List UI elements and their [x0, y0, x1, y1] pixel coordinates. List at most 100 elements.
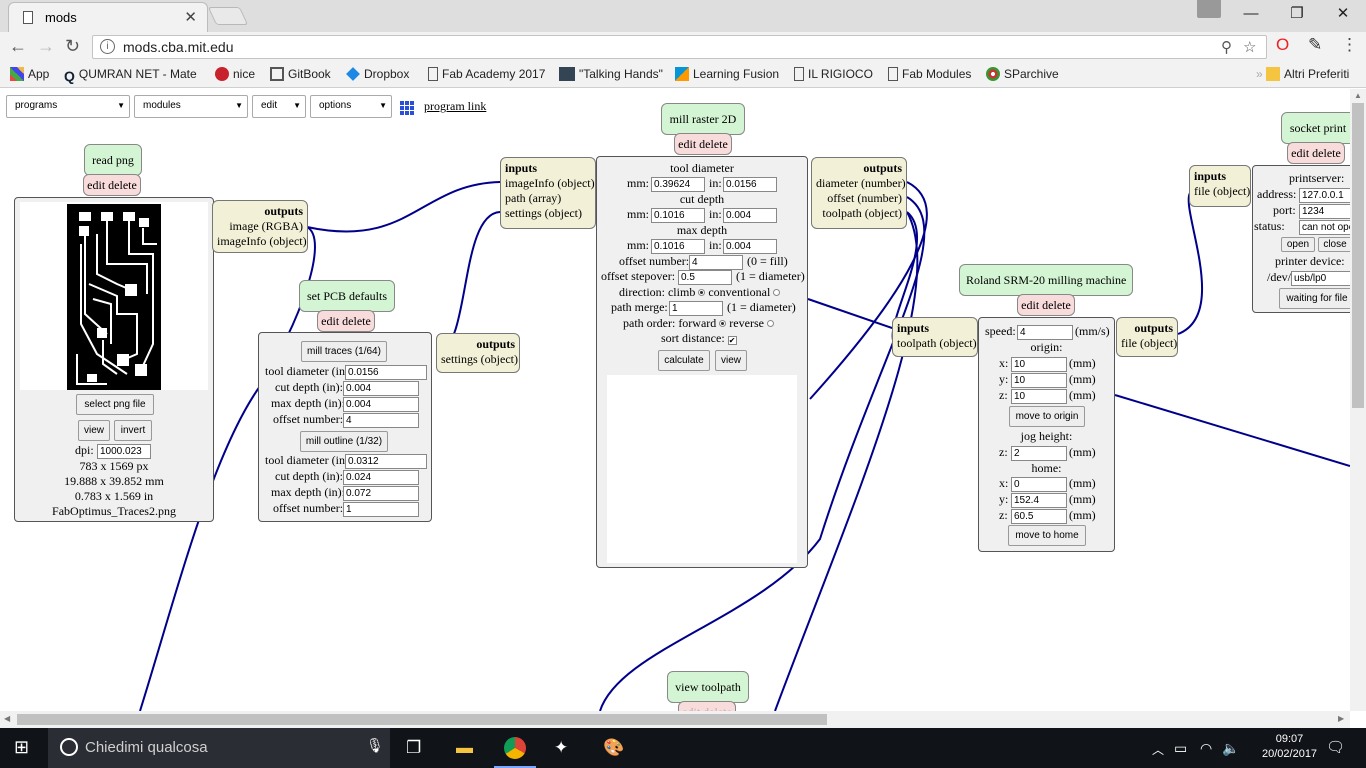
outline-cut-depth-input[interactable]: 0.024: [343, 470, 419, 485]
move-to-home-button[interactable]: move to home: [1008, 525, 1086, 546]
input-file[interactable]: file (object): [1194, 184, 1251, 198]
horizontal-scroll-thumb[interactable]: [17, 714, 827, 725]
bookmark-star-icon[interactable]: ☆: [1243, 39, 1257, 56]
socket-print-title[interactable]: socket print: [1281, 112, 1350, 144]
grid-icon[interactable]: [400, 101, 414, 115]
outline-offset-number-input[interactable]: 1: [343, 502, 419, 517]
traces-cut-depth-input[interactable]: 0.004: [343, 381, 419, 396]
zoom-icon[interactable]: ⚲: [1221, 39, 1232, 56]
outline-tool-diameter-input[interactable]: 0.0312: [345, 454, 427, 469]
back-icon[interactable]: ←: [9, 36, 27, 56]
opera-icon[interactable]: O: [1276, 35, 1290, 54]
home-y-input[interactable]: 152.4: [1011, 493, 1067, 508]
traces-offset-number-input[interactable]: 4: [343, 413, 419, 428]
view-button[interactable]: view: [715, 350, 747, 371]
view-toolpath-title[interactable]: view toolpath: [667, 671, 749, 703]
paint-icon[interactable]: 🎨: [603, 738, 625, 757]
dpi-input[interactable]: 1000.023: [97, 444, 151, 459]
scroll-up-icon[interactable]: ▲: [1354, 91, 1362, 100]
home-z-input[interactable]: 60.5: [1011, 509, 1067, 524]
input-path[interactable]: path (array): [505, 191, 562, 205]
read-png-edit-delete[interactable]: edit delete: [83, 174, 141, 196]
evernote-icon[interactable]: ✎: [1308, 35, 1323, 54]
conventional-radio[interactable]: [773, 289, 781, 296]
bookmarks-overflow-icon[interactable]: »: [1256, 67, 1263, 81]
roland-edit-delete[interactable]: edit delete: [1017, 294, 1075, 316]
menu-icon[interactable]: ⋮: [1341, 35, 1358, 54]
info-icon[interactable]: i: [100, 39, 115, 54]
origin-y-input[interactable]: 10: [1011, 373, 1067, 388]
bookmark-il-rigioco[interactable]: IL RIGIOCO: [794, 67, 873, 81]
offset-stepover-input[interactable]: 0.5: [678, 270, 732, 285]
bookmark-fab-academy[interactable]: Fab Academy 2017: [428, 67, 545, 81]
scroll-right-icon[interactable]: ▶: [1338, 714, 1345, 723]
mill-raster-title[interactable]: mill raster 2D: [661, 103, 745, 135]
address-bar[interactable]: i mods.cba.mit.edu ⚲ ☆: [92, 35, 1267, 59]
tool-diameter-in-input[interactable]: 0.0156: [723, 177, 777, 192]
output-imageinfo[interactable]: imageInfo (object): [217, 234, 307, 248]
jog-z-input[interactable]: 2: [1011, 446, 1067, 461]
select-png-button[interactable]: select png file: [76, 394, 154, 415]
traces-max-depth-input[interactable]: 0.004: [343, 397, 419, 412]
address-input[interactable]: 127.0.0.1: [1299, 188, 1350, 203]
bookmark-gitbook[interactable]: GitBook: [270, 67, 331, 81]
calculate-button[interactable]: calculate: [658, 350, 710, 371]
bookmark-talking-hands[interactable]: "Talking Hands": [559, 67, 663, 81]
close-tab-icon[interactable]: ✕: [184, 9, 197, 26]
file-explorer-icon[interactable]: ▬: [456, 738, 473, 757]
tool-diameter-mm-input[interactable]: 0.39624: [651, 177, 705, 192]
set-pcb-title[interactable]: set PCB defaults: [299, 280, 395, 312]
read-png-title[interactable]: read png: [84, 144, 142, 176]
forward-radio[interactable]: [719, 320, 727, 327]
output-settings[interactable]: settings (object): [441, 352, 518, 366]
output-toolpath[interactable]: toolpath (object): [822, 206, 902, 220]
invert-button[interactable]: invert: [114, 420, 152, 441]
scroll-left-icon[interactable]: ◀: [4, 714, 11, 723]
minimize-icon[interactable]: —: [1243, 5, 1259, 22]
outline-max-depth-input[interactable]: 0.072: [343, 486, 419, 501]
window-close-icon[interactable]: ✕: [1336, 5, 1350, 22]
wifi-icon[interactable]: ◠: [1200, 740, 1213, 756]
max-depth-mm-input[interactable]: 0.1016: [651, 239, 705, 254]
traces-tool-diameter-input[interactable]: 0.0156: [345, 365, 427, 380]
close-button[interactable]: close: [1318, 237, 1350, 252]
bookmark-dropbox[interactable]: Dropbox: [346, 67, 409, 81]
app-icon[interactable]: ✦: [554, 738, 569, 757]
output-offset[interactable]: offset (number): [827, 191, 902, 205]
mill-traces-button[interactable]: mill traces (1/64): [301, 341, 387, 362]
options-select[interactable]: options▼: [310, 95, 392, 118]
output-image[interactable]: image (RGBA): [229, 219, 303, 233]
view-button[interactable]: view: [78, 420, 110, 441]
input-imageinfo[interactable]: imageInfo (object): [505, 176, 595, 190]
chrome-icon[interactable]: [504, 737, 526, 759]
device-input[interactable]: usb/lp0: [1291, 271, 1350, 286]
move-to-origin-button[interactable]: move to origin: [1009, 406, 1085, 427]
climb-radio[interactable]: [698, 289, 706, 296]
restore-icon[interactable]: ❐: [1290, 5, 1304, 22]
cortana-search-box[interactable]: Chiedimi qualcosa 🎙: [48, 728, 390, 768]
bookmark-learning-fusion[interactable]: Learning Fusion: [675, 67, 779, 81]
edit-select[interactable]: edit▼: [252, 95, 306, 118]
mill-outline-button[interactable]: mill outline (1/32): [300, 431, 388, 452]
windows-start-icon[interactable]: ⊞: [14, 737, 30, 757]
cut-depth-in-input[interactable]: 0.004: [723, 208, 777, 223]
path-merge-input[interactable]: 1: [669, 301, 723, 316]
user-icon[interactable]: [1197, 0, 1221, 18]
volume-icon[interactable]: 🔈: [1222, 740, 1240, 756]
task-view-icon[interactable]: ❐: [406, 738, 422, 757]
cut-depth-mm-input[interactable]: 0.1016: [651, 208, 705, 223]
reload-icon[interactable]: ↻: [65, 36, 81, 56]
output-diameter[interactable]: diameter (number): [816, 176, 906, 190]
waiting-for-file-button[interactable]: waiting for file: [1279, 288, 1350, 309]
modules-select[interactable]: modules▼: [134, 95, 248, 118]
socket-print-edit-delete[interactable]: edit delete: [1287, 142, 1345, 164]
bookmark-app[interactable]: App: [10, 67, 49, 81]
speed-input[interactable]: 4: [1017, 325, 1073, 340]
vertical-scroll-thumb[interactable]: [1352, 103, 1364, 408]
origin-x-input[interactable]: 10: [1011, 357, 1067, 372]
status-input[interactable]: can not open: [1299, 220, 1350, 235]
new-tab-button[interactable]: [207, 7, 249, 25]
programs-select[interactable]: programs▼: [6, 95, 130, 118]
view-toolpath-edit-delete[interactable]: edit delete: [678, 701, 736, 711]
